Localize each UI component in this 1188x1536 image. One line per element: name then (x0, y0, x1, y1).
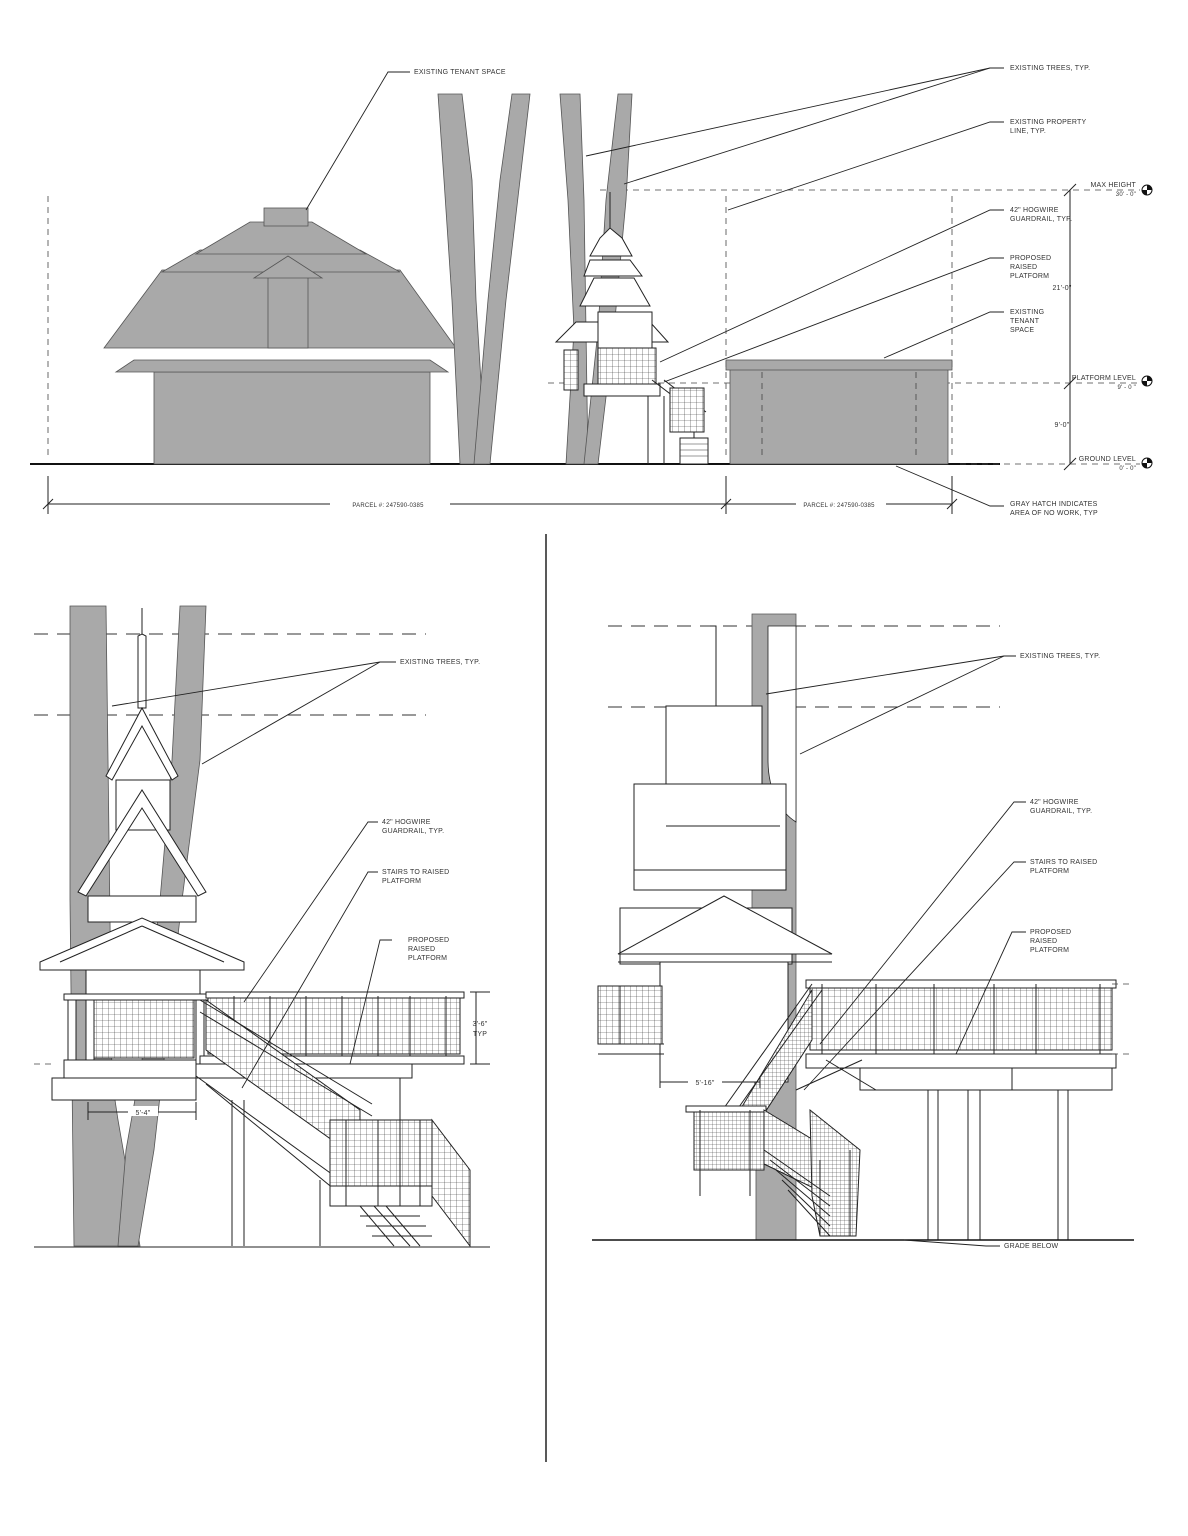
ground-level-name: GROUND LEVEL (1079, 456, 1136, 463)
right-detail-elevation: 5'-16" EXISTING TREES, TYP. 42" HOGWIRE … (592, 613, 1134, 1250)
right-label-platform-1: PROPOSED (1030, 929, 1071, 936)
right-label-platform-2: RAISED (1030, 938, 1057, 945)
right-label-existing-trees: EXISTING TREES, TYP. (1020, 653, 1100, 660)
platform-level-name: PLATFORM LEVEL (1072, 375, 1136, 382)
treehouse-elevation (554, 192, 709, 465)
existing-tenant-building (725, 359, 953, 465)
dim-upper: 21'-0" (1052, 285, 1071, 292)
top-callouts: EXISTING TENANT SPACE EXISTING TREES, TY… (305, 65, 1098, 517)
parcel-right-label: PARCEL #: 247590-0385 (803, 503, 875, 509)
left-label-stairs-1: STAIRS TO RAISED (382, 869, 449, 876)
level-dimension: 21'-0" 9'-0" (1052, 183, 1077, 471)
label-existing-tenant-space: EXISTING TENANT SPACE (414, 69, 506, 76)
label-existing-trees: EXISTING TREES, TYP. (1010, 65, 1090, 72)
left-label-existing-trees: EXISTING TREES, TYP. (400, 659, 480, 666)
label-tenant-2-2: TENANT (1010, 318, 1040, 325)
left-label-platform-3: PLATFORM (408, 955, 447, 962)
right-label-guardrail-2: GUARDRAIL, TYP. (1030, 808, 1092, 815)
right-label-stairs-1: STAIRS TO RAISED (1030, 859, 1097, 866)
left-label-platform-2: RAISED (408, 946, 435, 953)
label-platform-3: PLATFORM (1010, 273, 1049, 280)
parcel-dimensions: PARCEL #: 247590-0385 PARCEL #: 247590-0… (42, 476, 958, 514)
site-elevation: 21'-0" 9'-0" MAX HEIGHT 30' - 0" PLATFOR… (30, 65, 1153, 517)
label-gray-hatch-2: AREA OF NO WORK, TYP (1010, 510, 1098, 517)
label-tenant-2-3: SPACE (1010, 327, 1034, 334)
label-guardrail-2: GUARDRAIL, TYP. (1010, 216, 1072, 223)
label-property-line-2: LINE, TYP. (1010, 128, 1046, 135)
right-label-grade-below: GRADE BELOW (1004, 1243, 1059, 1250)
left-label-guardrail-2: GUARDRAIL, TYP. (382, 828, 444, 835)
label-platform-2: RAISED (1010, 264, 1037, 271)
left-dim-rail-2: TYP (473, 1031, 487, 1038)
max-height-marker: MAX HEIGHT 30' - 0" (1090, 182, 1153, 198)
dim-lower: 9'-0" (1055, 422, 1070, 429)
existing-house (103, 207, 457, 465)
parcel-left-label: PARCEL #: 247590-0385 (352, 503, 424, 509)
ground-level-marker: GROUND LEVEL 0' - 0" (1079, 456, 1153, 472)
max-height-name: MAX HEIGHT (1090, 182, 1136, 189)
label-gray-hatch-1: GRAY HATCH INDICATES (1010, 501, 1098, 508)
left-dim-rail-1: 3'-6" (473, 1021, 488, 1028)
left-label-platform-1: PROPOSED (408, 937, 449, 944)
label-tenant-2-1: EXISTING (1010, 309, 1044, 316)
right-dim-width: 5'-16" (695, 1080, 714, 1087)
left-label-stairs-2: PLATFORM (382, 878, 421, 885)
left-label-guardrail-1: 42" HOGWIRE (382, 819, 431, 826)
left-dim-width: 5'-4" (136, 1110, 151, 1117)
label-property-line-1: EXISTING PROPERTY (1010, 119, 1087, 126)
platform-level-value: 9' - 0 " (1117, 385, 1136, 391)
left-detail-elevation: 3'-6" TYP 5'-4" EXISTING TREES, TYP. 42"… (34, 605, 490, 1248)
right-label-stairs-2: PLATFORM (1030, 868, 1069, 875)
ground-level-value: 0' - 0" (1119, 466, 1136, 472)
label-platform-1: PROPOSED (1010, 255, 1051, 262)
label-guardrail-1: 42" HOGWIRE (1010, 207, 1059, 214)
platform-level-marker: PLATFORM LEVEL 9' - 0 " (1072, 375, 1153, 391)
right-label-guardrail-1: 42" HOGWIRE (1030, 799, 1079, 806)
max-height-value: 30' - 0" (1116, 192, 1136, 198)
right-label-platform-3: PLATFORM (1030, 947, 1069, 954)
